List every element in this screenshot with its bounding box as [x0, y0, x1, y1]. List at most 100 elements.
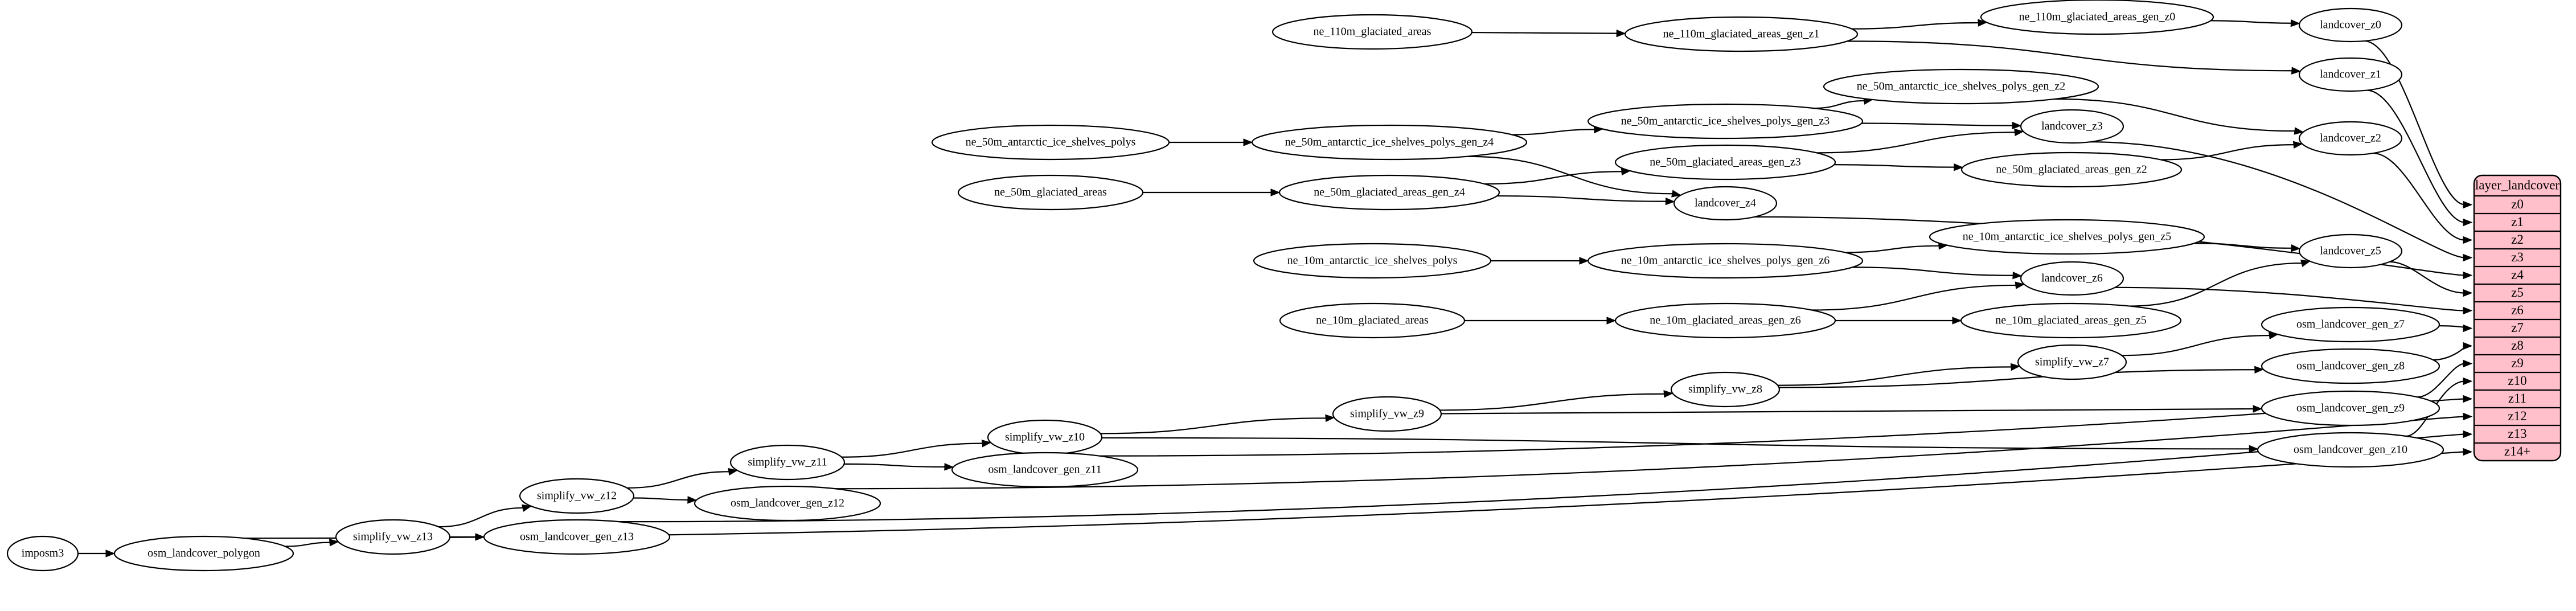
edge-ne_10m_glaciated_areas_gen_z5-to-landcover_z5 [2129, 262, 2303, 307]
node-label: ne_50m_glaciated_areas [994, 186, 1107, 199]
node-shape [1614, 302, 1836, 339]
node-ne_10m_glaciated_areas_gen_z6[interactable]: ne_10m_glaciated_areas_gen_z6 [1614, 302, 1836, 339]
record-row-z4[interactable]: z4 [2511, 268, 2524, 282]
node-landcover_z3[interactable]: landcover_z3 [2020, 109, 2124, 144]
node-shape [1279, 302, 1466, 339]
edge-arrowhead [2249, 445, 2259, 453]
record-row-z9[interactable]: z9 [2511, 356, 2524, 370]
node-ne_10m_antarctic_ice_shelves_polys_gen_z5[interactable]: ne_10m_antarctic_ice_shelves_polys_gen_z… [1929, 219, 2205, 255]
node-shape [2298, 57, 2403, 92]
node-ne_10m_glaciated_areas[interactable]: ne_10m_glaciated_areas [1279, 302, 1466, 339]
node-shape [335, 519, 451, 555]
edge-arrowhead [2015, 281, 2025, 289]
edge-arrowhead [2463, 324, 2473, 333]
node-simplify_vw_z7[interactable]: simplify_vw_z7 [2017, 344, 2127, 380]
edge-arrowhead [2463, 430, 2473, 438]
node-ne_50m_glaciated_areas_gen_z4[interactable]: ne_50m_glaciated_areas_gen_z4 [1278, 174, 1500, 211]
edge-arrowhead [2300, 259, 2311, 267]
record-row-z6[interactable]: z6 [2511, 303, 2524, 317]
node-ne_10m_antarctic_ice_shelves_polys_gen_z6[interactable]: ne_10m_antarctic_ice_shelves_polys_gen_z… [1587, 243, 1864, 279]
record-row-z5[interactable]: z5 [2511, 285, 2524, 300]
edge-arrowhead [2463, 359, 2473, 368]
node-ne_50m_glaciated_areas_gen_z3[interactable]: ne_50m_glaciated_areas_gen_z3 [1614, 144, 1836, 181]
edge-simplify_vw_z13-to-simplify_vw_z12 [438, 507, 524, 528]
node-osm_landcover_gen_z10[interactable]: osm_landcover_gen_z10 [2257, 432, 2444, 468]
node-label: simplify_vw_z12 [537, 490, 617, 502]
edge-arrowhead [2292, 141, 2303, 149]
node-ne_110m_glaciated_areas_gen_z0[interactable]: ne_110m_glaciated_areas_gen_z0 [1980, 0, 2214, 35]
edge-landcover_z4-to-layer_landcover-z4 [1754, 216, 2466, 276]
node-osm_landcover_gen_z12[interactable]: osm_landcover_gen_z12 [694, 485, 881, 522]
node-ne_10m_antarctic_ice_shelves_polys[interactable]: ne_10m_antarctic_ice_shelves_polys [1253, 243, 1492, 279]
node-simplify_vw_z11[interactable]: simplify_vw_z11 [729, 444, 846, 481]
node-ne_10m_glaciated_areas_gen_z5[interactable]: ne_10m_glaciated_areas_gen_z5 [1960, 302, 2182, 339]
node-label: osm_landcover_gen_z7 [2296, 318, 2405, 331]
record-row-z0[interactable]: z0 [2511, 197, 2524, 211]
node-label: ne_50m_antarctic_ice_shelves_polys_gen_z… [1285, 136, 1494, 149]
edge-osm_landcover_gen_z13-to-layer_landcover-z13 [618, 433, 2466, 523]
node-simplify_vw_z13[interactable]: simplify_vw_z13 [335, 519, 451, 555]
node-ne_110m_glaciated_areas_gen_z1[interactable]: ne_110m_glaciated_areas_gen_z1 [1624, 16, 1859, 52]
node-osm_landcover_gen_z7[interactable]: osm_landcover_gen_z7 [2261, 306, 2440, 343]
edge-simplify_vw_z8-to-osm_landcover_gen_z8 [1779, 369, 2255, 388]
node-ne_50m_antarctic_ice_shelves_polys_gen_z2[interactable]: ne_50m_antarctic_ice_shelves_polys_gen_z… [1823, 68, 2099, 105]
node-shape [1587, 243, 1864, 279]
edge-simplify_vw_z9-to-simplify_vw_z8 [1439, 393, 1665, 411]
edge-arrowhead [2463, 271, 2473, 280]
edge-arrowhead [2463, 342, 2473, 350]
record-row-z2[interactable]: z2 [2511, 232, 2524, 247]
node-shape [957, 174, 1144, 211]
node-osm_landcover_polygon[interactable]: osm_landcover_polygon [113, 535, 294, 572]
edge-simplify_vw_z12-to-simplify_vw_z11 [627, 471, 729, 489]
record-row-z7[interactable]: z7 [2511, 321, 2524, 335]
edge-arrowhead [981, 440, 992, 448]
record-row-z14+[interactable]: z14+ [2504, 444, 2530, 458]
node-label: landcover_z6 [2041, 272, 2103, 285]
node-imposm3[interactable]: imposm3 [6, 535, 79, 572]
node-label: ne_10m_antarctic_ice_shelves_polys [1287, 255, 1458, 267]
node-simplify_vw_z10[interactable]: simplify_vw_z10 [987, 419, 1103, 456]
node-ne_50m_antarctic_ice_shelves_polys_gen_z4[interactable]: ne_50m_antarctic_ice_shelves_polys_gen_z… [1251, 124, 1528, 161]
node-ne_50m_antarctic_ice_shelves_polys[interactable]: ne_50m_antarctic_ice_shelves_polys [931, 124, 1170, 161]
record-row-z12[interactable]: z12 [2508, 409, 2526, 423]
node-ne_50m_glaciated_areas_gen_z2[interactable]: ne_50m_glaciated_areas_gen_z2 [1960, 151, 2183, 188]
node-landcover_z6[interactable]: landcover_z6 [2020, 261, 2124, 296]
node-osm_landcover_gen_z9[interactable]: osm_landcover_gen_z9 [2261, 390, 2440, 427]
edge-arrowhead [105, 550, 116, 557]
record-row-z1[interactable]: z1 [2511, 215, 2524, 229]
node-shape [1251, 124, 1528, 161]
node-shape [1673, 186, 1778, 221]
node-label: ne_110m_glaciated_areas [1314, 26, 1431, 38]
node-shape [2261, 348, 2440, 384]
edge-arrowhead [2291, 244, 2301, 252]
node-osm_landcover_gen_z8[interactable]: osm_landcover_gen_z8 [2261, 348, 2440, 384]
node-label: ne_50m_antarctic_ice_shelves_polys [966, 136, 1136, 149]
edge-arrowhead [1606, 317, 1617, 325]
node-osm_landcover_gen_z11[interactable]: osm_landcover_gen_z11 [951, 452, 1139, 488]
edge-arrowhead [2290, 19, 2300, 27]
record-row-z8[interactable]: z8 [2511, 338, 2524, 352]
node-simplify_vw_z12[interactable]: simplify_vw_z12 [519, 478, 635, 514]
node-landcover_z0[interactable]: landcover_z0 [2298, 7, 2403, 43]
node-label: landcover_z1 [2320, 68, 2381, 81]
record-row-z3[interactable]: z3 [2511, 250, 2524, 264]
record-row-z10[interactable]: z10 [2508, 374, 2526, 388]
node-landcover_z5[interactable]: landcover_z5 [2298, 233, 2403, 269]
edge-arrowhead [2463, 289, 2473, 297]
node-landcover_z1[interactable]: landcover_z1 [2298, 57, 2403, 92]
node-simplify_vw_z9[interactable]: simplify_vw_z9 [1332, 396, 1442, 432]
node-ne_50m_glaciated_areas[interactable]: ne_50m_glaciated_areas [957, 174, 1144, 211]
node-landcover_z2[interactable]: landcover_z2 [2298, 121, 2403, 156]
edge-simplify_vw_z11-to-osm_landcover_gen_z11 [844, 463, 945, 468]
record-row-z13[interactable]: z13 [2508, 427, 2526, 441]
node-landcover_z4[interactable]: landcover_z4 [1673, 186, 1778, 221]
edge-arrowhead [2463, 218, 2473, 227]
node-ne_110m_glaciated_areas[interactable]: ne_110m_glaciated_areas [1271, 14, 1473, 50]
edge-ne_50m_antarctic_ice_shelves_polys_gen_z3-to-landcover_z3 [1861, 122, 2013, 126]
node-ne_50m_antarctic_ice_shelves_polys_gen_z3[interactable]: ne_50m_antarctic_ice_shelves_polys_gen_z… [1587, 103, 1864, 140]
record-row-z11[interactable]: z11 [2508, 391, 2526, 405]
node-simplify_vw_z8[interactable]: simplify_vw_z8 [1670, 371, 1781, 408]
edge-arrowhead [1671, 190, 1681, 198]
node-osm_landcover_gen_z13[interactable]: osm_landcover_gen_z13 [483, 519, 671, 555]
